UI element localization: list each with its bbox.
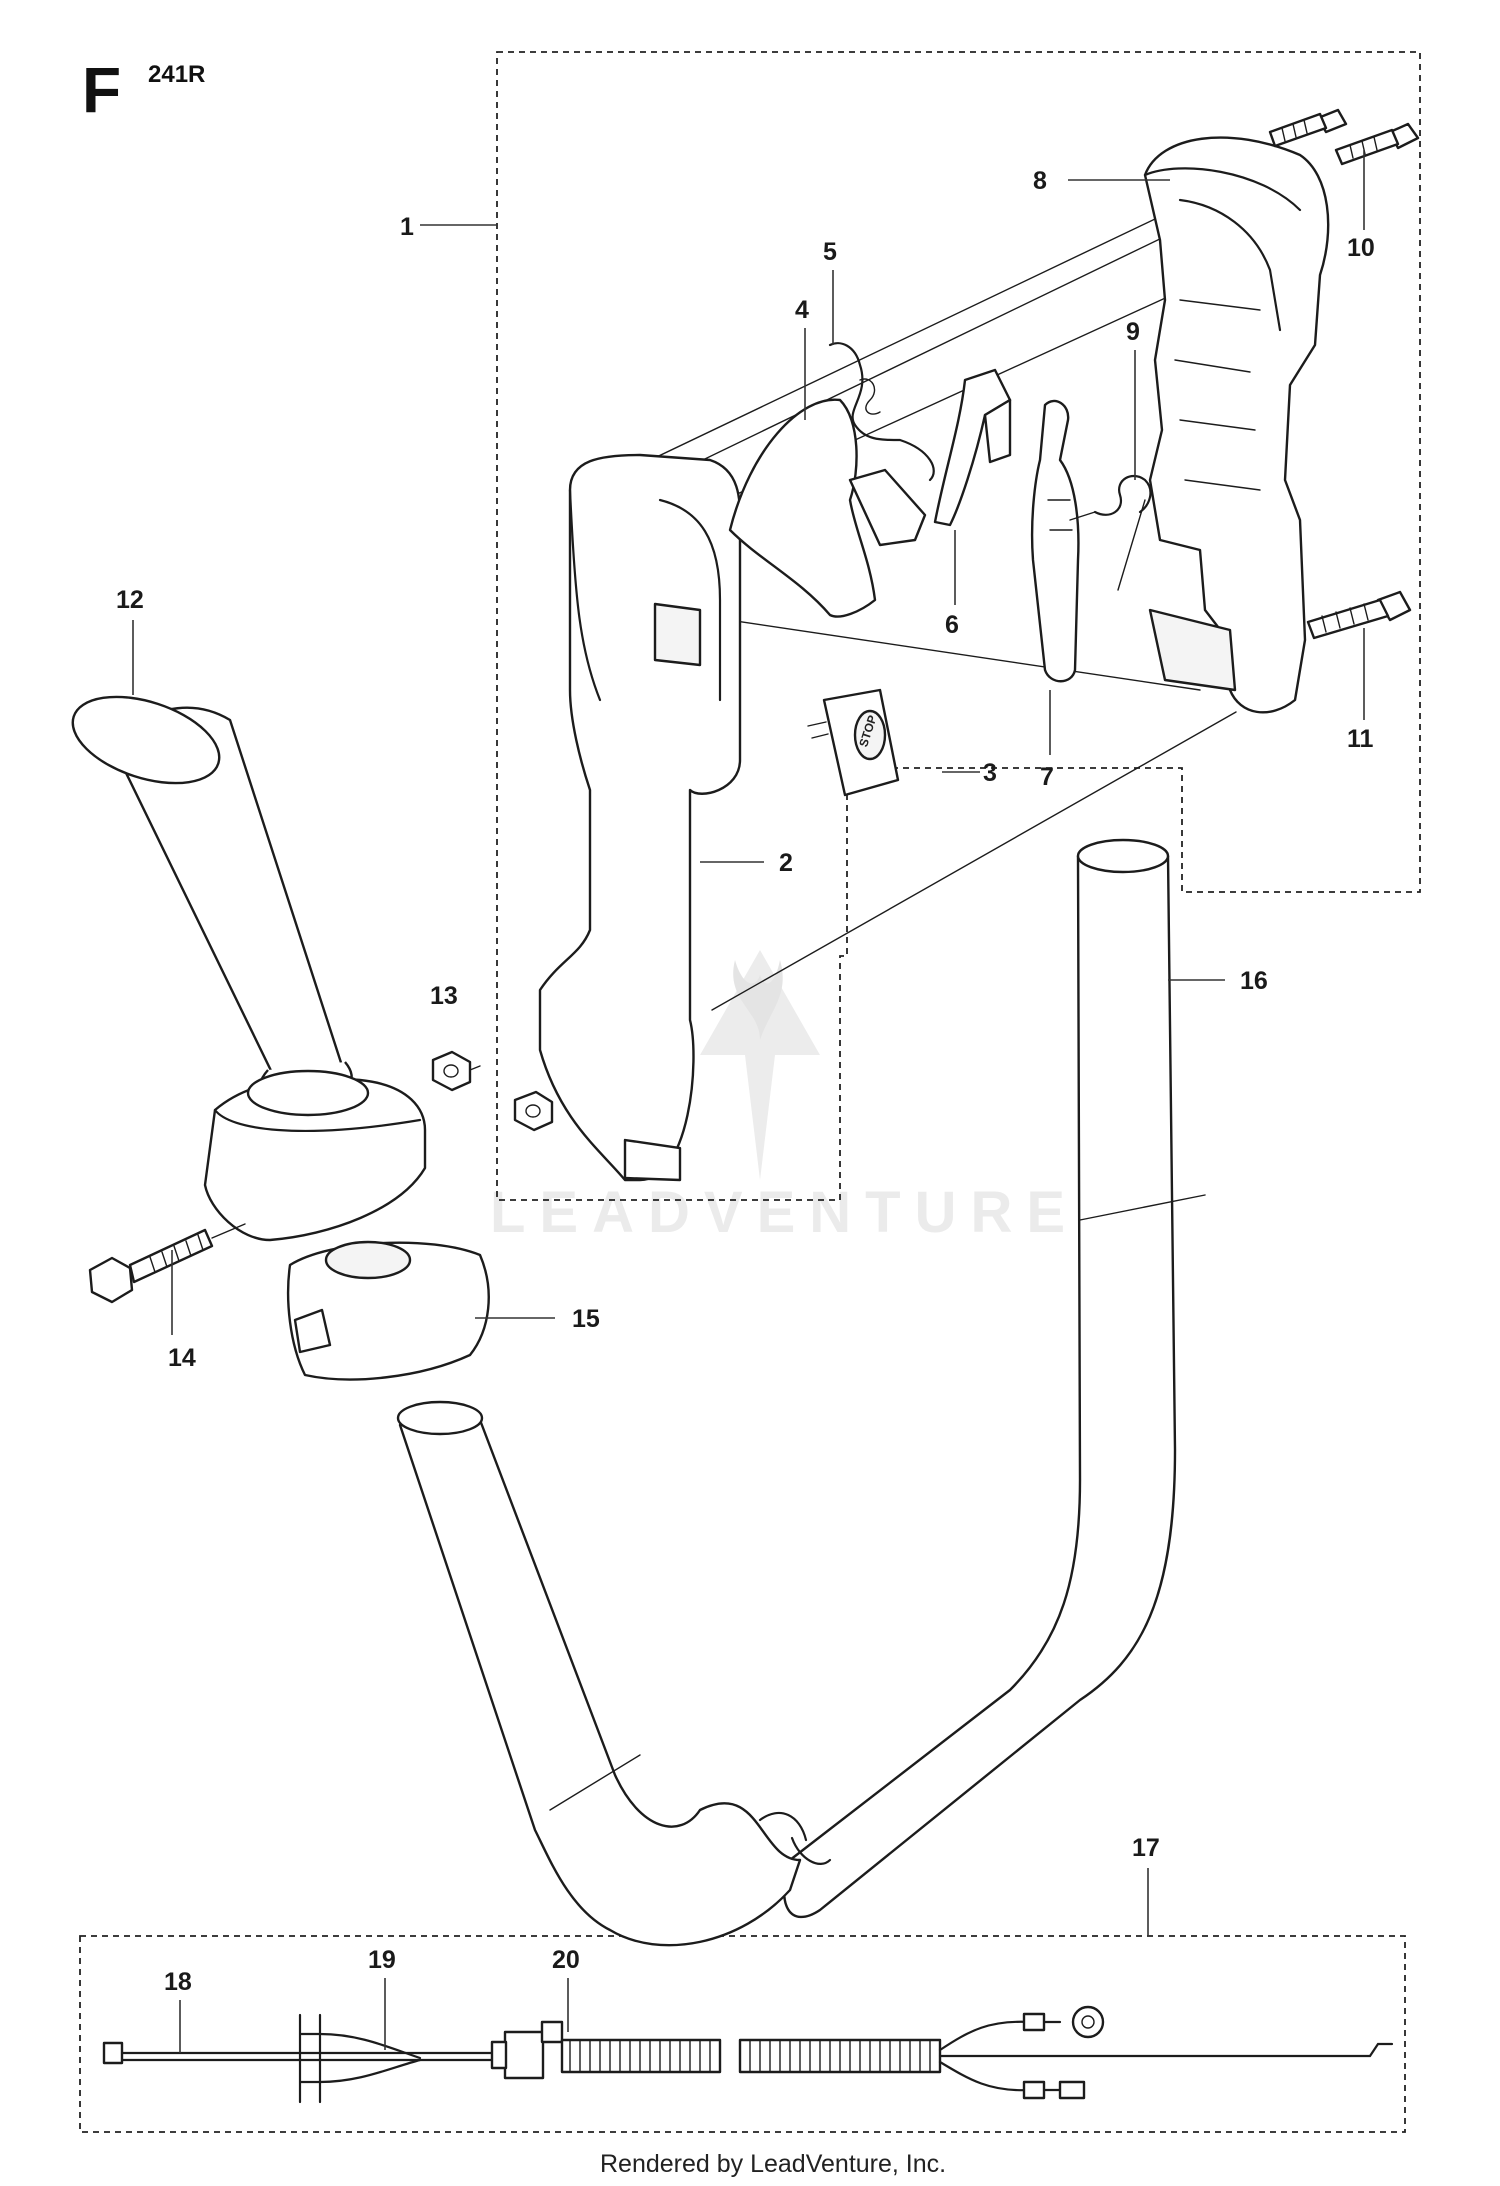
callout-18: 18: [164, 1968, 192, 1996]
callout-1: 1: [400, 213, 414, 241]
part-14-screw: [88, 1223, 246, 1304]
callout-3: 3: [983, 759, 997, 787]
callout-17: 17: [1132, 1834, 1160, 1862]
callout-2: 2: [779, 849, 793, 877]
part-7-throttle-trigger: [1030, 399, 1080, 683]
part-13-nut: [431, 1050, 554, 1132]
callout-labels: 1 2 3 4 5 6 7 8 9 10 11 12 13 14 15 16 1…: [116, 167, 1375, 1996]
callout-7: 7: [1040, 763, 1054, 791]
callout-9: 9: [1126, 318, 1140, 346]
leader-lines: [132, 150, 1365, 2053]
part-16-tube: [396, 838, 1206, 1947]
watermark-text: LEADVENTURE: [490, 1180, 1079, 1245]
part-5-spring: [828, 342, 935, 482]
callout-20: 20: [552, 1946, 580, 1974]
callout-15: 15: [572, 1305, 600, 1333]
model-number: 241R: [148, 61, 205, 88]
part-15-clamp: [286, 1240, 490, 1381]
part-4-throttle-lever: [728, 398, 927, 618]
callout-11: 11: [1347, 725, 1374, 753]
watermark: LEADVENTURE: [490, 950, 1079, 1245]
throttle-cable-assembly: [102, 2005, 1394, 2104]
part-18-cable-end: [102, 2041, 124, 2065]
callout-10: 10: [1347, 234, 1375, 262]
part-19-cable-ties: [298, 2013, 322, 2104]
part-11-screw: [1306, 590, 1412, 640]
callout-12: 12: [116, 586, 144, 614]
part-handle-housing: [203, 1069, 427, 1242]
callout-14: 14: [168, 1344, 196, 1372]
callout-8: 8: [1033, 167, 1047, 195]
callout-6: 6: [945, 611, 959, 639]
callout-19: 19: [368, 1946, 396, 1974]
part-2-lower-handle: [538, 453, 742, 1182]
watermark-logo-icon: [700, 950, 820, 1180]
part-6-lock-lever: [933, 368, 1012, 527]
callout-13: 13: [430, 982, 458, 1010]
callout-16: 16: [1240, 967, 1268, 995]
callout-4: 4: [795, 296, 809, 324]
part-8-upper-handle: [1143, 136, 1330, 714]
footer-credit: Rendered by LeadVenture, Inc.: [600, 2150, 946, 2178]
part-9-spring: [1069, 474, 1152, 591]
part-10-screw: [1268, 108, 1420, 166]
cable-kit-boundary: [79, 1935, 1406, 2133]
part-3-stop-switch: STOP: [807, 688, 900, 797]
part-12-handle-grip: [71, 695, 353, 1105]
callout-5: 5: [823, 238, 837, 266]
part-20-cable-sleeve: [490, 2020, 942, 2080]
section-letter: F: [82, 54, 121, 126]
